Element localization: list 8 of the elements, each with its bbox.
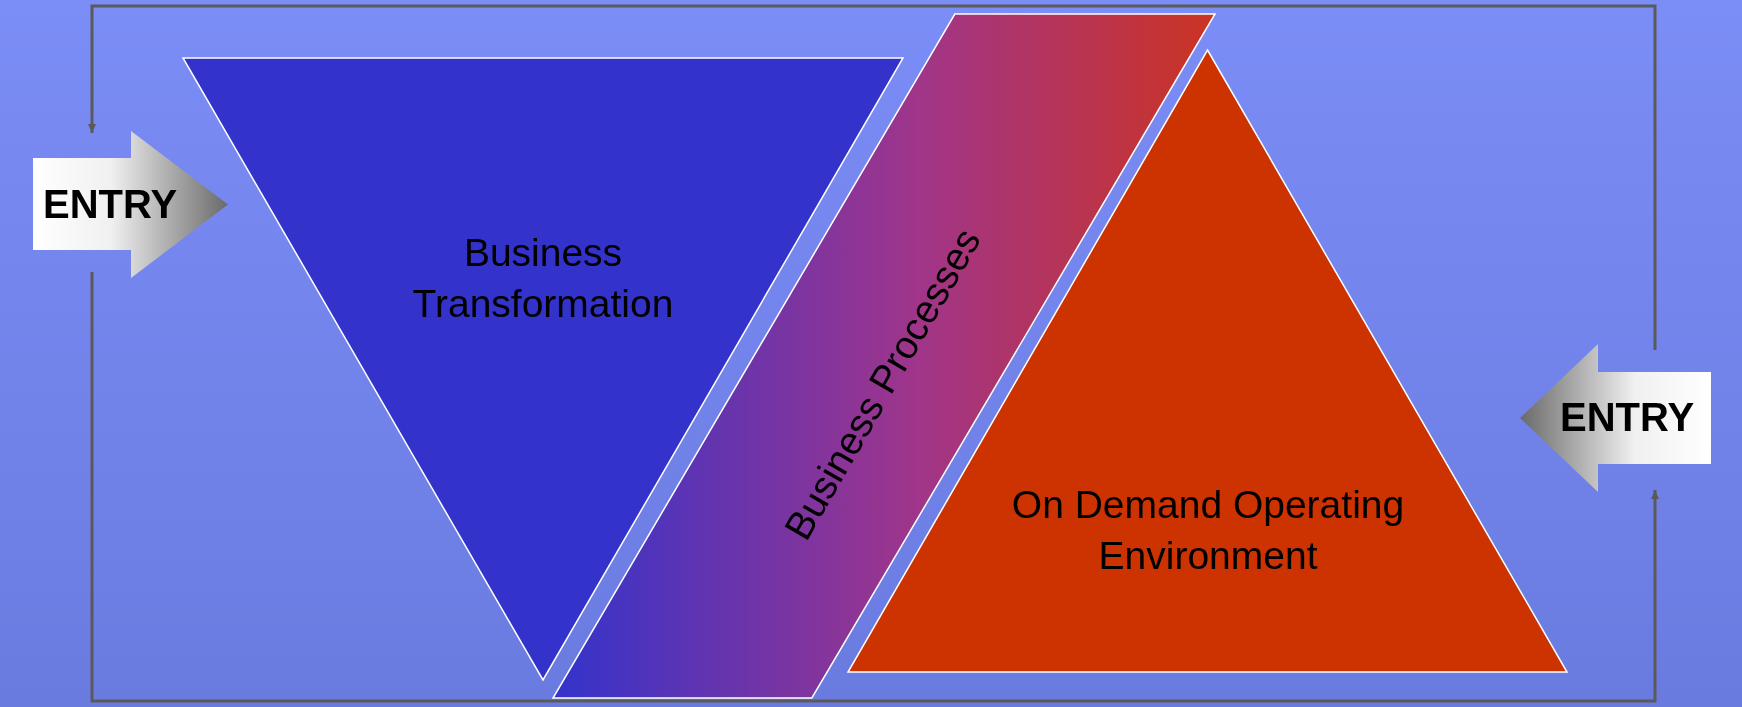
shape-label: On Demand Operating Environment xyxy=(1010,482,1406,579)
shape-label: Business Transformation xyxy=(411,230,675,327)
connector-arrow xyxy=(88,4,1657,350)
entry-label: ENTRY xyxy=(1560,394,1696,441)
entry-arrow xyxy=(1520,344,1711,492)
entry-label: ENTRY xyxy=(43,181,179,228)
connector-arrow xyxy=(90,272,1659,703)
entry-arrow xyxy=(33,131,228,278)
